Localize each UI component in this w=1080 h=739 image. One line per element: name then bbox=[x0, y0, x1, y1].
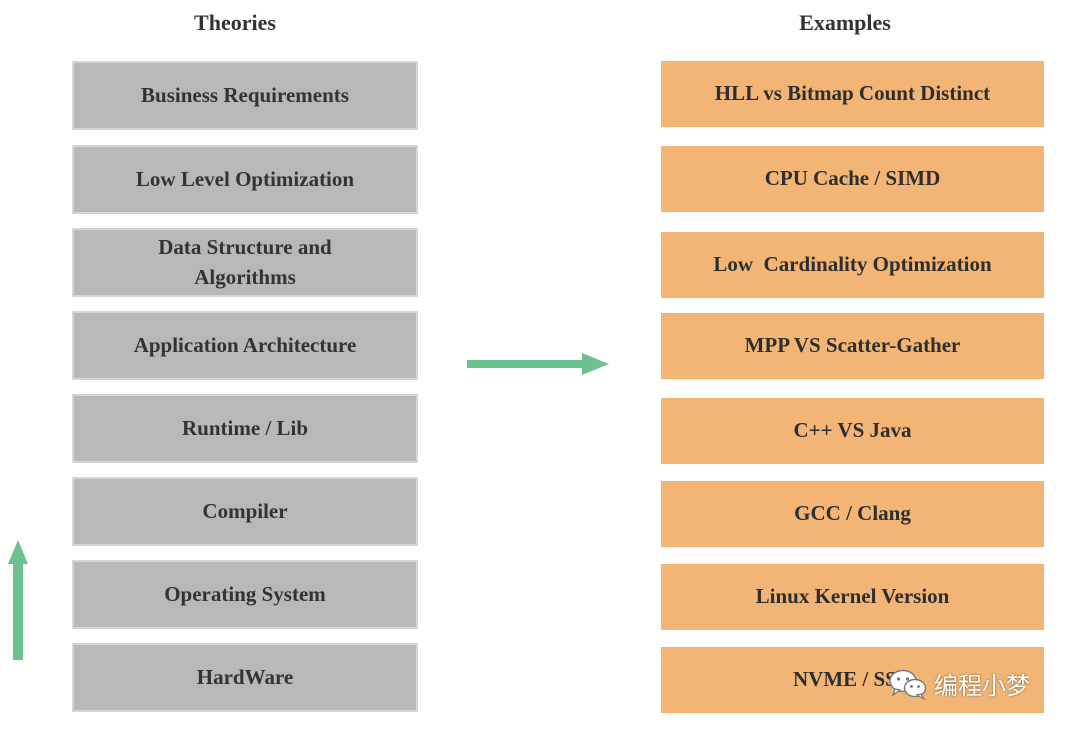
theory-label: Runtime / Lib bbox=[181, 415, 309, 440]
theory-label: Operating System bbox=[164, 581, 326, 606]
example-box-mpp-vs-scatter-gather: MPP VS Scatter-Gather bbox=[661, 313, 1044, 379]
examples-heading: Examples bbox=[799, 10, 891, 35]
right-arrow-icon bbox=[467, 353, 609, 375]
example-label: HLL vs Bitmap Count Distinct bbox=[714, 81, 991, 106]
example-box-low-cardinality: Low Cardinality Optimization bbox=[661, 232, 1044, 298]
theory-box-runtime-lib: Runtime / Lib bbox=[72, 394, 418, 463]
theory-label: Business Requirements bbox=[141, 82, 349, 107]
watermark-text: 编程小梦 bbox=[934, 672, 1030, 700]
theory-label: HardWare bbox=[196, 664, 294, 689]
watermark: 编程小梦 bbox=[888, 666, 1030, 701]
theory-box-hardware: HardWare bbox=[72, 643, 418, 712]
example-label: Low Cardinality Optimization bbox=[713, 252, 992, 277]
example-box-hll-vs-bitmap: HLL vs Bitmap Count Distinct bbox=[661, 61, 1044, 127]
theories-heading: Theories bbox=[194, 10, 276, 35]
theory-label: Application Architecture bbox=[133, 332, 357, 357]
theory-label: Low Level Optimization bbox=[135, 166, 355, 191]
example-label: CPU Cache / SIMD bbox=[764, 166, 941, 191]
theory-label: Compiler bbox=[202, 498, 288, 523]
wechat-icon bbox=[889, 669, 927, 700]
up-arrow-icon bbox=[8, 540, 28, 660]
example-label: Linux Kernel Version bbox=[755, 584, 950, 609]
theory-box-application-architecture: Application Architecture bbox=[72, 311, 418, 380]
example-box-cpu-cache-simd: CPU Cache / SIMD bbox=[661, 146, 1044, 212]
example-box-linux-kernel: Linux Kernel Version bbox=[661, 564, 1044, 630]
example-label: GCC / Clang bbox=[794, 501, 911, 526]
example-box-cpp-vs-java: C++ VS Java bbox=[661, 398, 1044, 464]
theory-label: Data Structure and Algorithms bbox=[158, 235, 332, 289]
example-label: C++ VS Java bbox=[793, 418, 912, 443]
example-box-gcc-clang: GCC / Clang bbox=[661, 481, 1044, 547]
theory-box-data-structure-and-algorithms: Data Structure and Algorithms bbox=[72, 228, 418, 297]
theory-box-compiler: Compiler bbox=[72, 477, 418, 546]
example-label: MPP VS Scatter-Gather bbox=[744, 333, 961, 358]
theory-box-operating-system: Operating System bbox=[72, 560, 418, 629]
theory-box-business-requirements: Business Requirements bbox=[72, 61, 418, 130]
theory-box-low-level-optimization: Low Level Optimization bbox=[72, 145, 418, 214]
